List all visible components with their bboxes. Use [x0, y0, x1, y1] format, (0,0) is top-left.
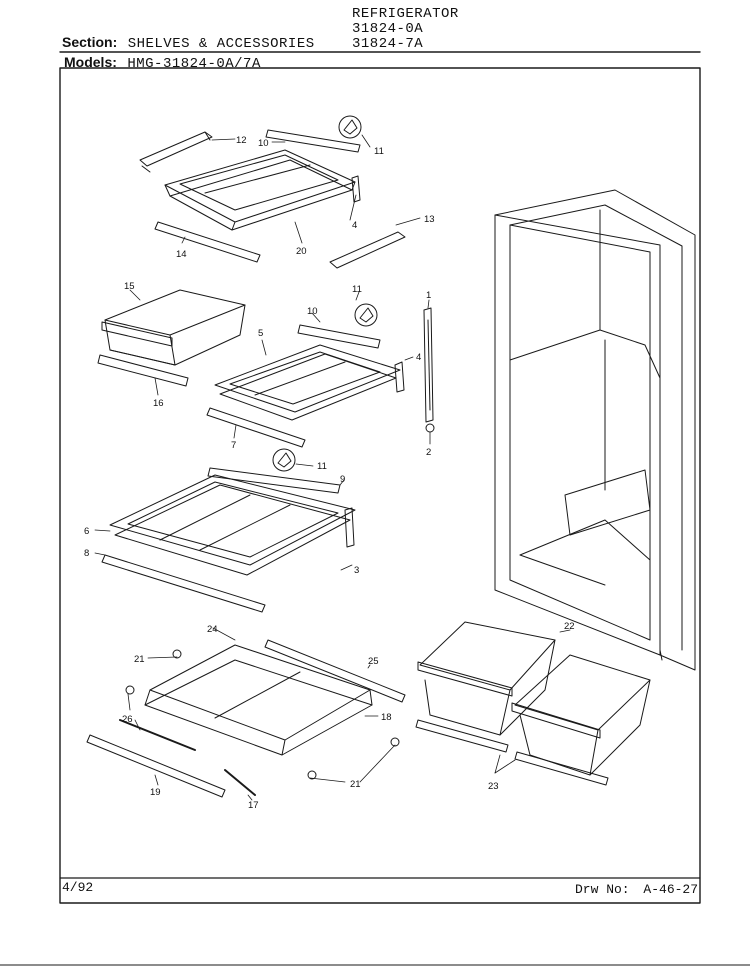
callouts: 12 10 11 4 13 20 14 15 11 10 5 4 1 2 16 …	[84, 134, 575, 811]
crisper-cover-assembly	[86, 639, 406, 798]
section-row: Section: SHELVES & ACCESSORIES	[62, 34, 315, 52]
top-shelf-assembly	[139, 115, 406, 269]
callout-2: 2	[426, 447, 431, 458]
large-shelf-assembly	[101, 448, 356, 613]
drawing-label: Drw No:	[575, 882, 630, 897]
crisper-drawers	[415, 621, 651, 786]
section-label: Section:	[62, 34, 118, 50]
callout-18: 18	[381, 712, 392, 723]
callout-4-top: 4	[352, 220, 357, 231]
model-number-2: 31824-7A	[352, 36, 424, 52]
callout-26: 26	[122, 714, 133, 725]
callout-19: 19	[150, 787, 161, 798]
callout-21-left: 21	[134, 654, 145, 665]
callout-14: 14	[176, 249, 187, 260]
section-value: SHELVES & ACCESSORIES	[127, 36, 315, 52]
callout-9: 9	[340, 474, 345, 485]
drawing-number-row: Drw No: A-46-27	[575, 882, 698, 897]
callout-7: 7	[231, 440, 236, 451]
callout-3: 3	[354, 565, 359, 576]
callout-1: 1	[426, 290, 431, 301]
middle-shelf-assembly	[206, 303, 405, 448]
callout-17: 17	[248, 800, 259, 811]
callout-25: 25	[368, 656, 379, 667]
callout-11-lower: 11	[317, 461, 327, 472]
product-title: REFRIGERATOR	[352, 6, 459, 22]
footer-date: 4/92	[62, 880, 94, 895]
callout-10-top: 10	[258, 138, 269, 149]
callout-5: 5	[258, 328, 263, 339]
callout-4-middle: 4	[416, 352, 421, 363]
refrigerator-cabinet	[494, 189, 696, 671]
callout-21-right: 21	[350, 779, 361, 790]
callout-6: 6	[84, 526, 89, 537]
callout-20: 20	[296, 246, 307, 257]
callout-15: 15	[124, 281, 135, 292]
callout-11-top: 11	[374, 146, 384, 157]
callout-16: 16	[153, 398, 164, 409]
models-label: Models:	[64, 54, 117, 70]
callout-8: 8	[84, 548, 89, 559]
callout-23: 23	[488, 781, 499, 792]
drawing-border	[59, 67, 701, 904]
callout-10-middle: 10	[307, 306, 318, 317]
callout-13: 13	[424, 214, 435, 225]
callout-11-middle: 11	[352, 284, 362, 295]
model-number-1: 31824-0A	[352, 21, 424, 37]
callout-22: 22	[564, 621, 575, 632]
shelf-rail	[423, 307, 435, 433]
callout-12: 12	[236, 135, 247, 146]
small-drawer-assembly	[97, 289, 246, 387]
drawing-number: A-46-27	[643, 882, 699, 897]
callout-24: 24	[207, 624, 218, 635]
